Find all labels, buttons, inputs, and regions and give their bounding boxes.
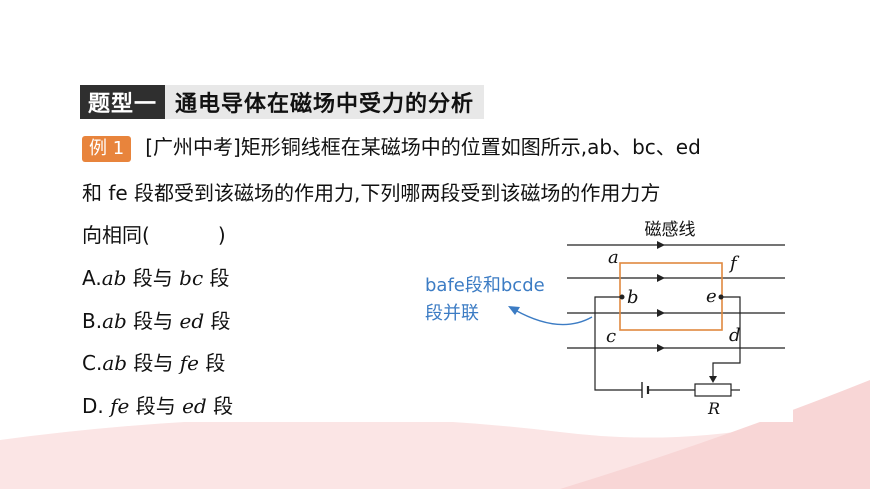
label-a: a [608, 247, 619, 268]
option-mid: 段与 [127, 351, 180, 375]
section-heading: 通电导体在磁场中受力的分析 [165, 85, 485, 119]
question-text-1: [广州中考]矩形铜线框在某磁场中的位置如图所示,ab、bc、ed [145, 135, 701, 159]
handwritten-note: bafe段和bcde 段并联 [425, 272, 545, 328]
wire-right [712, 296, 741, 379]
option-b[interactable]: B.ab 段与 ed 段 [82, 305, 231, 334]
option-c[interactable]: C.ab 段与 fe 段 [82, 347, 225, 376]
option-var2: ed [182, 394, 207, 418]
question-card [78, 128, 793, 422]
option-letter: D. [82, 394, 111, 418]
option-a[interactable]: A.ab 段与 bc 段 [82, 262, 230, 291]
resistor [694, 383, 732, 397]
note-line-1: bafe段和bcde [425, 275, 545, 296]
label-c: c [606, 326, 616, 347]
example-badge: 例 1 [82, 135, 132, 162]
question-line-3: 向相同() [82, 219, 226, 248]
option-var2: fe [179, 351, 200, 375]
option-mid: 段与 [129, 394, 183, 418]
question-line-1: 例 1 [广州中考]矩形铜线框在某磁场中的位置如图所示,ab、bc、ed [82, 131, 701, 162]
label-d: d [729, 325, 741, 346]
option-var2: ed [179, 309, 205, 333]
option-letter: C. [82, 351, 103, 375]
circuit-diagram: 磁感线 a f b e c d R [508, 220, 785, 418]
wire-left [594, 296, 642, 391]
node-e [718, 294, 724, 300]
field-lines-label: 磁感线 [645, 220, 696, 240]
option-var2: bc [179, 266, 204, 290]
label-r: R [707, 399, 720, 418]
section-title: 题型一 通电导体在磁场中受力的分析 [80, 85, 485, 119]
option-mid: 段与 [126, 266, 180, 290]
question-text-3: 向相同( [82, 223, 150, 247]
annotation-arrow [514, 309, 593, 326]
option-end: 段 [206, 394, 234, 418]
annotation-arrowhead [508, 306, 520, 315]
option-letter: B. [82, 309, 103, 333]
question-line-2: 和 fe 段都受到该磁场的作用力,下列哪两段受到该磁场的作用力方 [82, 181, 661, 205]
option-var1: fe [110, 394, 130, 418]
slider-arrow [709, 376, 717, 383]
label-b: b [627, 287, 639, 308]
label-e: e [706, 286, 717, 307]
question-text-3-end: ) [217, 223, 226, 247]
option-var1: ab [102, 309, 127, 333]
option-var1: ab [101, 266, 127, 290]
section-tag: 题型一 [80, 85, 166, 119]
option-end: 段 [203, 266, 230, 290]
node-b [619, 294, 625, 300]
option-mid: 段与 [126, 309, 180, 333]
option-var1: ab [102, 351, 128, 375]
option-end: 段 [199, 351, 226, 375]
note-line-2: 段并联 [425, 303, 479, 324]
option-letter: A. [82, 266, 102, 290]
option-d[interactable]: D. fe 段与 ed 段 [82, 390, 233, 419]
option-end: 段 [204, 309, 231, 333]
label-f: f [728, 253, 740, 274]
